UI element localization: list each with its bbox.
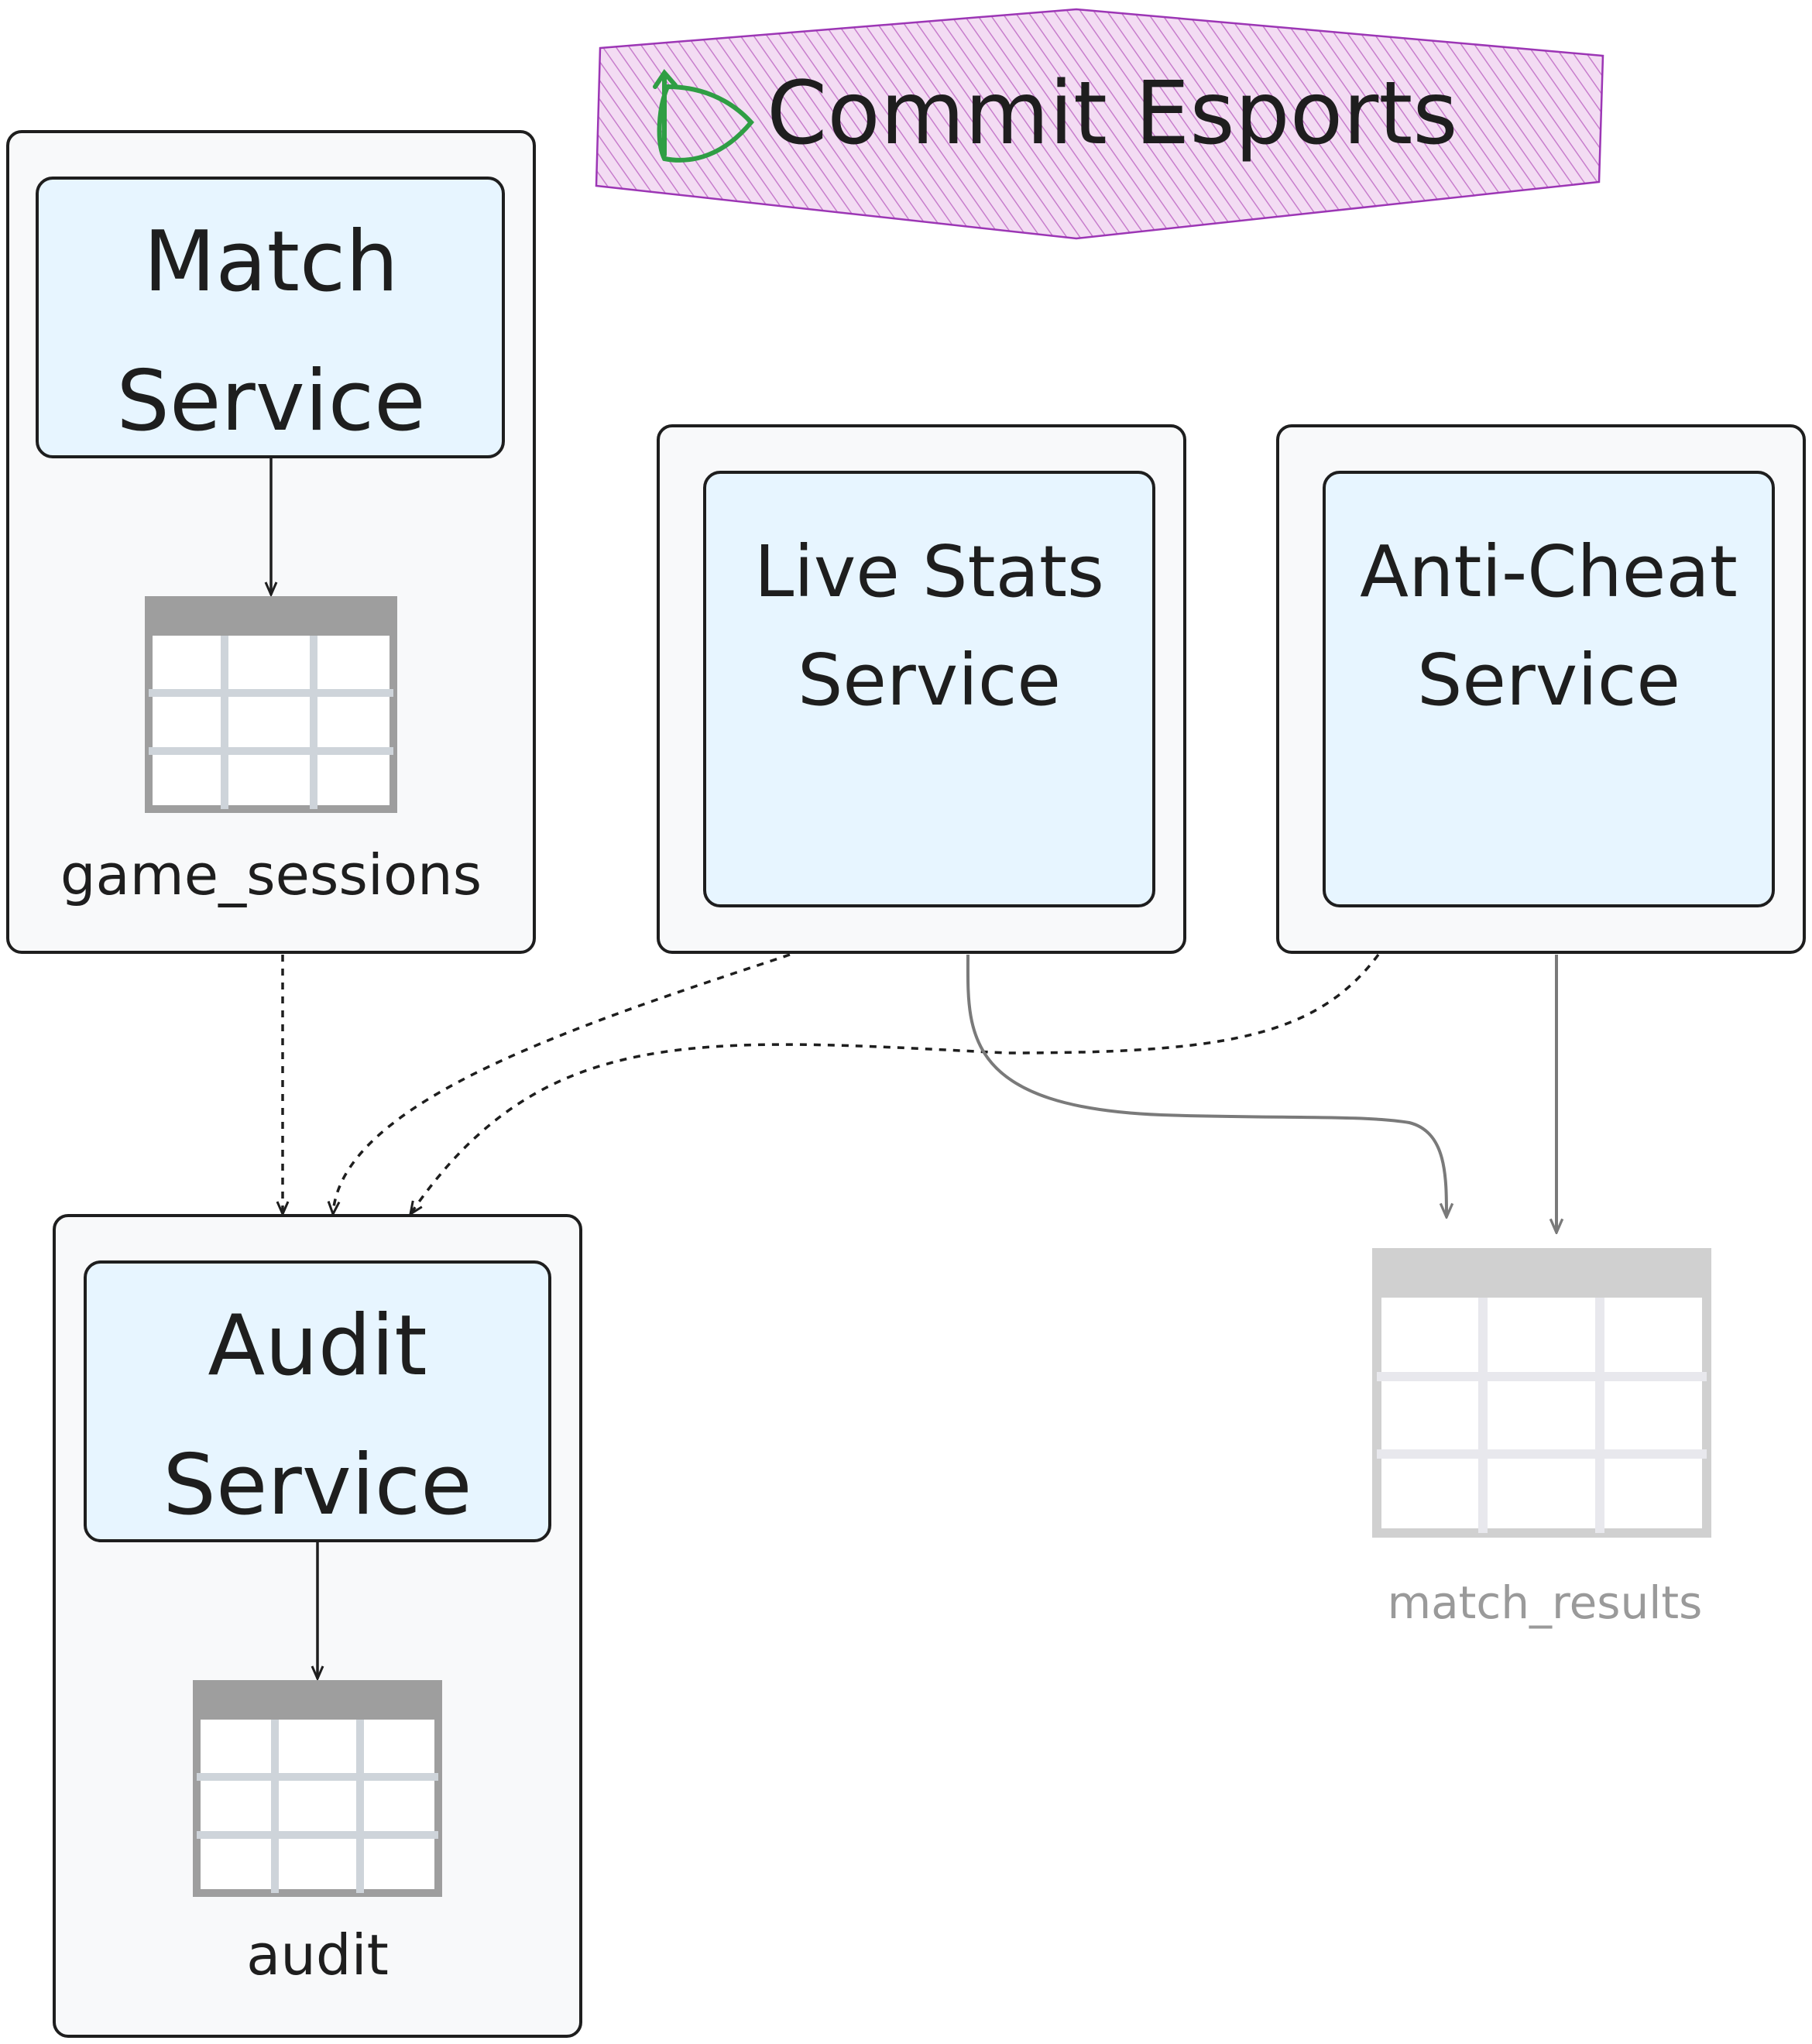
- match-results-table: [1372, 1248, 1711, 1538]
- match-service-label-line1: Match: [143, 214, 399, 310]
- audit-service-container[interactable]: Audit Service audit: [53, 1214, 582, 2038]
- audit-service-label-line1: Audit: [208, 1298, 427, 1394]
- anti-cheat-service-container[interactable]: Anti-Cheat Service: [1276, 424, 1806, 954]
- table-icon: [193, 1680, 442, 1897]
- match-service-container[interactable]: Match Service game_sessions: [6, 130, 536, 954]
- anti-cheat-service-label-line1: Anti-Cheat: [1360, 530, 1738, 613]
- table-label-game-sessions: game_sessions: [60, 842, 482, 907]
- match-service-box[interactable]: [36, 177, 505, 458]
- anti-cheat-service-label-line2: Service: [1417, 639, 1680, 722]
- live-stats-service-label-line2: Service: [798, 639, 1061, 722]
- table-icon: [145, 596, 397, 813]
- table-label-audit: audit: [246, 1922, 389, 1987]
- live-stats-service-label-line1: Live Stats: [754, 530, 1104, 613]
- audit-service-box[interactable]: [84, 1260, 551, 1542]
- match-service-label-line2: Service: [116, 353, 425, 450]
- dashed-arrow-live-stats-to-audit: [333, 953, 791, 1214]
- audit-service-label-line2: Service: [163, 1437, 472, 1534]
- dashed-arrow-anti-cheat-to-audit: [410, 953, 1380, 1214]
- anti-cheat-service-box[interactable]: [1323, 471, 1775, 907]
- arrow-live-stats-to-match-results: [966, 954, 1447, 1217]
- live-stats-service-box[interactable]: [703, 471, 1155, 907]
- table-label-match-results: match_results: [1388, 1576, 1703, 1629]
- live-stats-service-container[interactable]: Live Stats Service: [657, 424, 1186, 954]
- title-text: Commit Esports: [767, 63, 1458, 164]
- title-hexagon: [595, 8, 1604, 240]
- logo-icon: [653, 69, 754, 163]
- title-banner: Commit Esports: [595, 8, 1604, 240]
